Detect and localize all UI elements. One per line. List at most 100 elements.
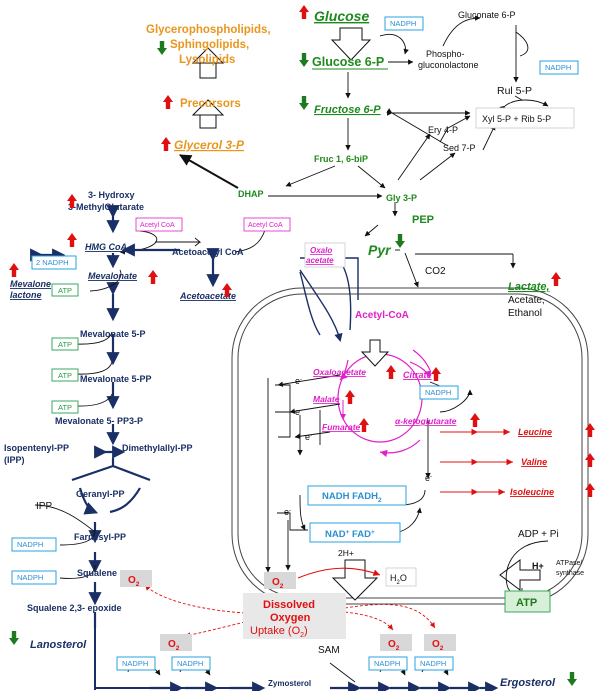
ipp-label-2: (IPP) <box>4 455 25 465</box>
co2-label: CO2 <box>425 266 446 277</box>
atp-boxes: ATP ATP ATP ATP <box>51 283 79 414</box>
xyl-rib-label: Xyl 5-P + Rib 5-P <box>482 114 551 124</box>
pyr-label: Pyr <box>368 242 392 258</box>
lysolipids-label: Lysolipids <box>179 54 235 66</box>
lipid-arrows <box>191 47 225 129</box>
hydroxy-label-1: 3- Hydroxy <box>88 190 135 200</box>
svg-text:NADPH: NADPH <box>17 573 43 582</box>
svg-text:e-: e- <box>284 507 291 517</box>
hplus-label: H+ <box>532 561 544 571</box>
svg-text:NADPH: NADPH <box>420 659 446 668</box>
svg-text:O2: O2 <box>432 639 444 652</box>
oxalo-label-1: Oxalo <box>310 246 332 255</box>
dhap-label: DHAP <box>238 189 264 199</box>
aminoacid-arrows <box>440 428 513 496</box>
glycerol3p-label: Glycerol 3-P <box>174 138 245 152</box>
nadph-boxes: NADPH NADPH NADPH 2 NADPH NADPH NADPH NA… <box>11 16 579 671</box>
mev5p-label: Mevalonate 5-P <box>80 329 146 339</box>
svg-text:Acetyl CoA: Acetyl CoA <box>140 222 175 229</box>
acetylcoa-label: Acetyl-CoA <box>355 310 409 321</box>
acetylcoa-boxes: Acetyl CoA Acetyl CoA <box>135 217 291 232</box>
nad-label: NAD+ FAD+ <box>325 529 375 540</box>
electron-transport <box>265 374 431 601</box>
electrons: e- e- e- e- e- <box>284 376 432 517</box>
svg-text:O2: O2 <box>388 639 400 652</box>
valine-label: Valine <box>521 457 547 467</box>
svg-text:ATP: ATP <box>58 286 72 295</box>
dmapp-label: Dimethylallyl-PP <box>122 443 193 453</box>
svg-text:e-: e- <box>425 473 432 483</box>
atp-box <box>504 590 551 613</box>
mev5pp3p-label: Mevalonate 5- PP3-P <box>55 416 143 426</box>
ipp-label: IPP <box>36 501 52 512</box>
phospho-label-1: Phospho- <box>426 49 465 59</box>
oxaloacetate-label: Oxaloacetate <box>313 367 366 377</box>
pep-label: PEP <box>412 214 434 226</box>
mevalonate-label: Mevalonate <box>88 271 137 281</box>
ery4p-label: Ery 4-P <box>428 125 458 135</box>
svg-text:Acetyl CoA: Acetyl CoA <box>248 222 283 229</box>
svg-text:NADPH: NADPH <box>425 388 451 397</box>
rul5p-label: Rul 5-P <box>497 85 532 97</box>
ethanol-label: Ethanol <box>508 308 542 319</box>
glucose-label: Glucose <box>314 8 369 24</box>
oxalo-label-2: acetate <box>306 256 334 265</box>
svg-text:2 NADPH: 2 NADPH <box>36 258 69 267</box>
oxygen-label-2: Oxygen <box>270 612 311 624</box>
fructose6p-label: Fructose 6-P <box>314 104 381 116</box>
gly3p-label: Gly 3-P <box>386 193 417 203</box>
svg-text:e-: e- <box>305 432 312 442</box>
h2o-label: H2O <box>390 573 407 586</box>
epoxide-label: Squalene 2,3- epoxide <box>27 603 122 613</box>
oxygen-label-3: Uptake (O2) <box>250 625 308 639</box>
atp-label: ATP <box>516 597 537 609</box>
ppp-arrows <box>379 15 549 181</box>
citrate-label: Citrate <box>403 370 432 380</box>
acetate-label: Acetate, <box>508 295 545 306</box>
geranylpp-label: Geranyl-PP <box>76 489 125 499</box>
gluconate6p-label: Gluconate 6-P <box>458 10 516 20</box>
nad-box <box>309 522 401 543</box>
svg-text:O2: O2 <box>272 577 284 590</box>
ergosterol-label: Ergosterol <box>500 677 556 689</box>
fruc16bip-label: Fruc 1, 6-biP <box>314 154 368 164</box>
mevalone-label-2: lactone <box>10 290 42 300</box>
phospho-label-2: gluconolactone <box>418 60 479 70</box>
zymosterol-label: Zymosterol <box>268 679 311 688</box>
farnesylpp-label: Farnesyl-PP <box>74 532 126 542</box>
nadh-label: NADH FADH2 <box>322 491 382 504</box>
svg-text:NADPH: NADPH <box>374 659 400 668</box>
atpase-label-2: synthase <box>556 570 584 577</box>
acetoacetate-label: Acetoacetate <box>179 291 236 301</box>
svg-text:e-: e- <box>295 376 302 386</box>
svg-text:e-: e- <box>295 407 302 417</box>
oxygen-uptake-box <box>243 593 346 639</box>
svg-text:NADPH: NADPH <box>122 659 148 668</box>
precursors-label: Precursors <box>180 98 241 110</box>
acetoacetylcoa-label: Acetoacetyl CoA <box>172 247 244 257</box>
lactate-label: Lactate, <box>508 281 550 293</box>
nadh-box <box>307 485 407 506</box>
mev5pp-label: Mevalonate 5-PP <box>80 374 152 384</box>
adp-label: ADP + Pi <box>518 529 559 540</box>
lanosterol-label: Lanosterol <box>30 639 87 651</box>
glucose6p-label: Glucose 6-P <box>312 55 384 69</box>
mevalone-label-1: Mevalone <box>10 279 51 289</box>
svg-text:ATP: ATP <box>58 371 72 380</box>
squalene-label: Squalene <box>77 568 117 578</box>
ipp-label-1: Isopentenyl-PP <box>4 443 69 453</box>
hmgcoa-label: HMG CoA <box>85 242 127 252</box>
sam-label: SAM <box>318 645 340 656</box>
svg-text:NADPH: NADPH <box>390 19 416 28</box>
svg-text:ATP: ATP <box>58 403 72 412</box>
svg-text:NADPH: NADPH <box>17 540 43 549</box>
sphingolipids-label: Sphingolipids, <box>170 39 249 51</box>
twoh-label: 2H+ <box>338 548 354 558</box>
sed7p-label: Sed 7-P <box>443 143 476 153</box>
svg-text:NADPH: NADPH <box>545 63 571 72</box>
oxygen-label-1: Dissolved <box>263 599 315 611</box>
svg-text:O2: O2 <box>128 575 140 588</box>
o2-boxes: O2 O2 O2 O2 O2 <box>120 570 456 652</box>
glycerophospholipids-label: Glycerophospholipids, <box>146 24 271 36</box>
